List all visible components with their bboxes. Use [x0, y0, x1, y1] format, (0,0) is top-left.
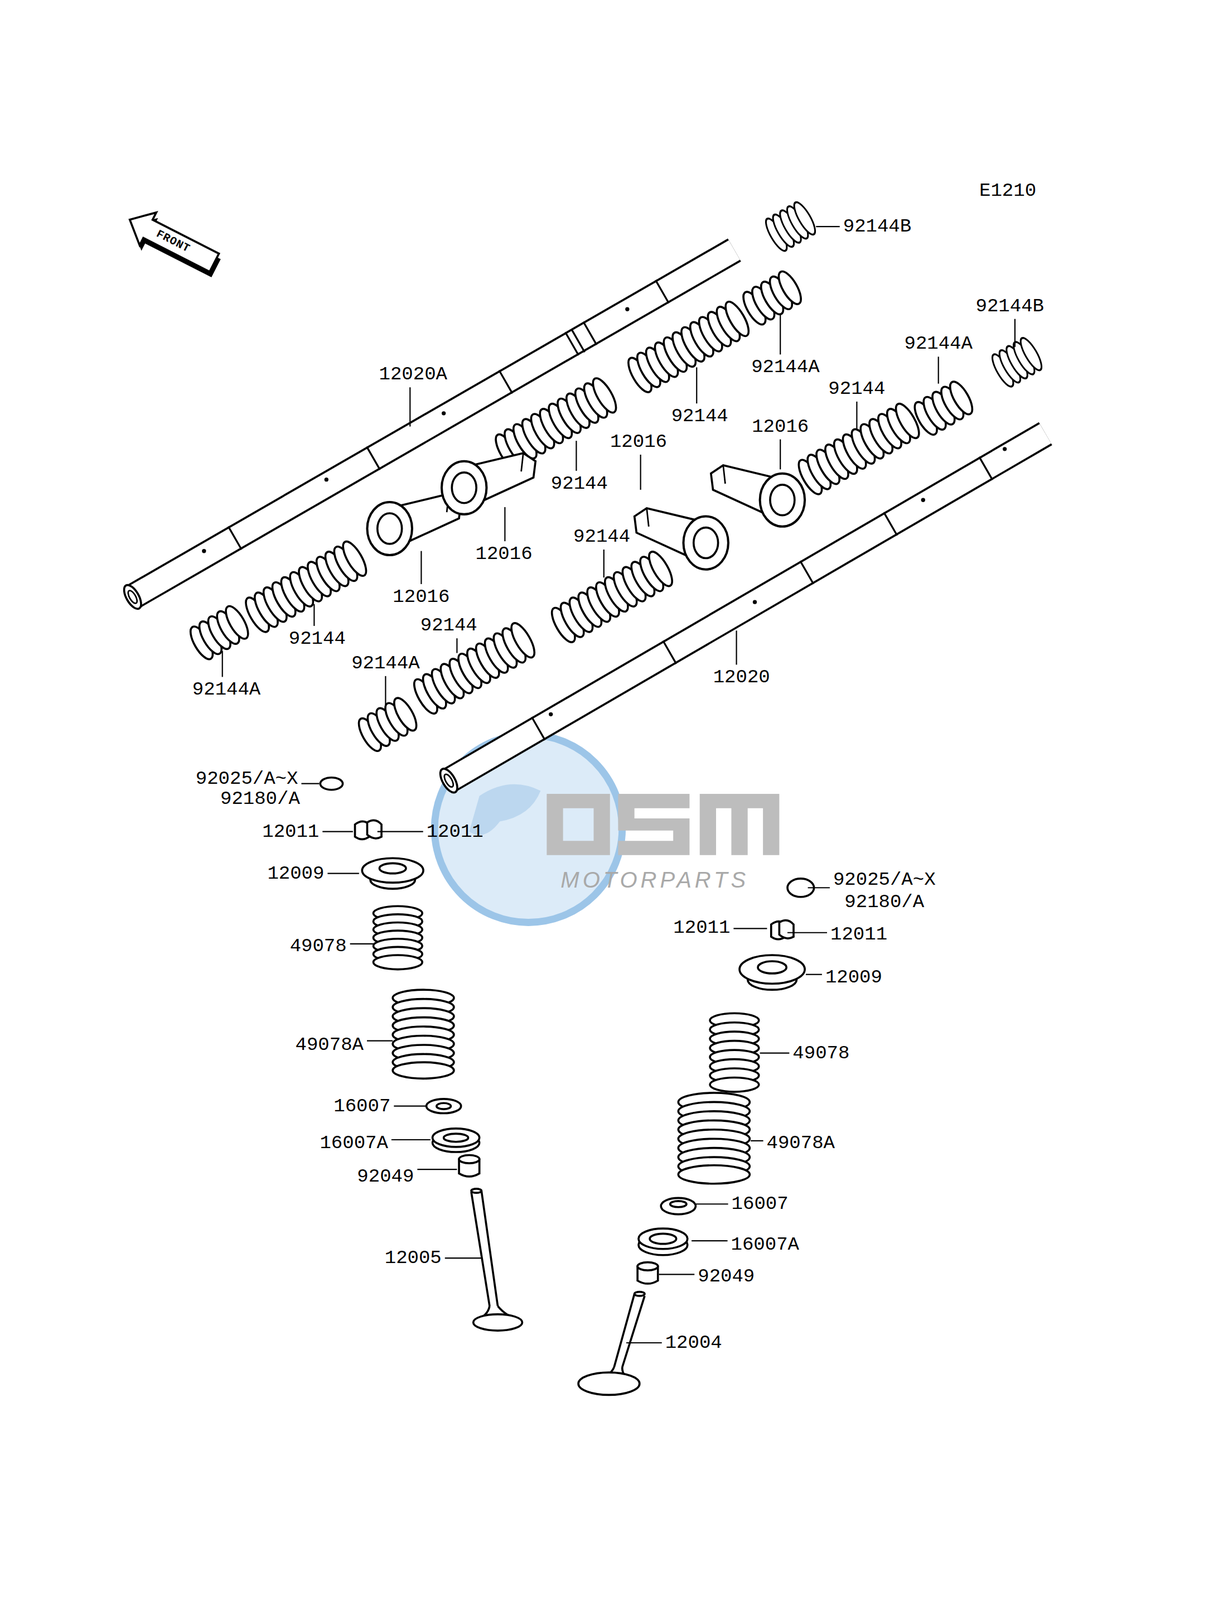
leader-line — [409, 387, 411, 427]
callout-number: 12011 — [673, 917, 731, 937]
callout-number: 92180/A — [844, 892, 925, 912]
leader-line — [691, 1239, 728, 1241]
callout-number: 92144 — [671, 406, 729, 426]
callout-number: 92144A — [904, 334, 973, 354]
leader-line — [445, 1257, 482, 1259]
leader-line — [815, 225, 840, 227]
leader-line — [938, 356, 940, 384]
callout-number: 92144 — [420, 615, 478, 635]
leader-line — [391, 1138, 431, 1140]
leader-line — [735, 630, 737, 665]
leader-line — [787, 931, 828, 934]
callout-number: 49078 — [289, 936, 347, 956]
callout-number: 12020A — [379, 364, 448, 384]
callout-number: 92144A — [351, 653, 420, 673]
direction-label: FRONT — [154, 228, 192, 255]
leader-line — [575, 440, 577, 471]
leader-line — [733, 927, 767, 929]
callout-number: 12016 — [392, 587, 450, 607]
callout-number: 12011 — [262, 822, 319, 841]
callout-number: 92025/A~X — [833, 869, 936, 889]
leader-line — [779, 313, 781, 355]
callout-number: 92144 — [573, 527, 631, 546]
callout-number: 12020 — [713, 667, 771, 687]
leader-line — [393, 1105, 427, 1107]
callout-number: 16007A — [731, 1234, 800, 1254]
leader-line — [603, 549, 605, 578]
front-arrow — [119, 202, 226, 285]
callout-number: 16007A — [319, 1133, 388, 1153]
callout-number: 12016 — [475, 544, 533, 564]
leader-line — [626, 1341, 662, 1343]
callout-number: E1210 — [979, 181, 1037, 201]
callout-number: 49078A — [766, 1133, 835, 1153]
shaft-springs — [186, 199, 1046, 754]
callout-number: 16007 — [731, 1194, 789, 1213]
callout-number: 12009 — [267, 863, 325, 883]
callout-number: 49078A — [295, 1035, 364, 1055]
callout-number: 49078 — [792, 1043, 850, 1063]
leader-line — [377, 830, 424, 833]
leader-line — [808, 886, 830, 888]
leader-line — [384, 675, 386, 708]
leader-line — [640, 454, 642, 490]
callout-number: 92144B — [843, 216, 912, 236]
callout-number: 12016 — [610, 432, 667, 452]
leader-line — [301, 782, 319, 785]
leader-line — [779, 439, 781, 470]
leader-line — [750, 1139, 763, 1142]
callout-number: 92180/A — [220, 789, 301, 809]
callout-number: 92144 — [828, 379, 886, 399]
leader-line — [322, 830, 354, 833]
callout-number: 16007 — [333, 1096, 391, 1116]
leader-line — [659, 1273, 695, 1275]
callout-number: 12011 — [426, 822, 484, 841]
leader-line — [856, 401, 858, 429]
leader-line — [366, 1040, 393, 1042]
leader-line — [221, 650, 224, 677]
leader-line — [805, 973, 823, 975]
callout-number: 92144B — [975, 296, 1044, 316]
callout-number: 92144A — [192, 679, 261, 699]
callout-number: 12011 — [830, 924, 888, 944]
callout-number: 92144A — [751, 357, 820, 377]
watermark-text: MOTORPARTS — [560, 868, 749, 891]
leader-line — [313, 603, 315, 626]
leader-line — [327, 872, 359, 874]
rocker-shaft — [436, 433, 1046, 795]
leader-line — [695, 1202, 728, 1205]
leader-line — [350, 943, 374, 945]
leader-line — [420, 550, 422, 584]
leader-line — [456, 637, 458, 653]
callout-number: 92025/A~X — [195, 769, 299, 789]
callout-number: 92049 — [697, 1266, 755, 1286]
callout-number: 92144 — [288, 629, 346, 649]
leader-line — [760, 1051, 790, 1053]
leader-line — [417, 1168, 457, 1170]
rocker-arms — [366, 452, 805, 570]
callout-number: 12009 — [825, 967, 883, 987]
leader-line — [695, 366, 698, 404]
callout-number: 12016 — [751, 417, 809, 437]
callout-number: 92144 — [550, 474, 608, 493]
leader-line — [1014, 318, 1016, 347]
callout-number: 12005 — [384, 1248, 442, 1268]
callout-number: 12004 — [665, 1332, 723, 1352]
leader-line — [504, 506, 506, 541]
callout-number: 92049 — [356, 1166, 414, 1186]
